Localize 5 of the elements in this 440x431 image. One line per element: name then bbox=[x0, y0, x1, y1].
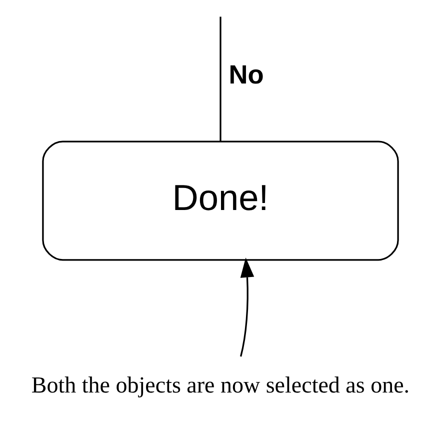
connector bbox=[219, 16, 221, 142]
arrow bbox=[239, 258, 254, 357]
node-box: Done! bbox=[42, 140, 398, 261]
node-text: Both the objects are now selected as one. bbox=[30, 372, 410, 398]
edge-label: No bbox=[228, 60, 264, 90]
